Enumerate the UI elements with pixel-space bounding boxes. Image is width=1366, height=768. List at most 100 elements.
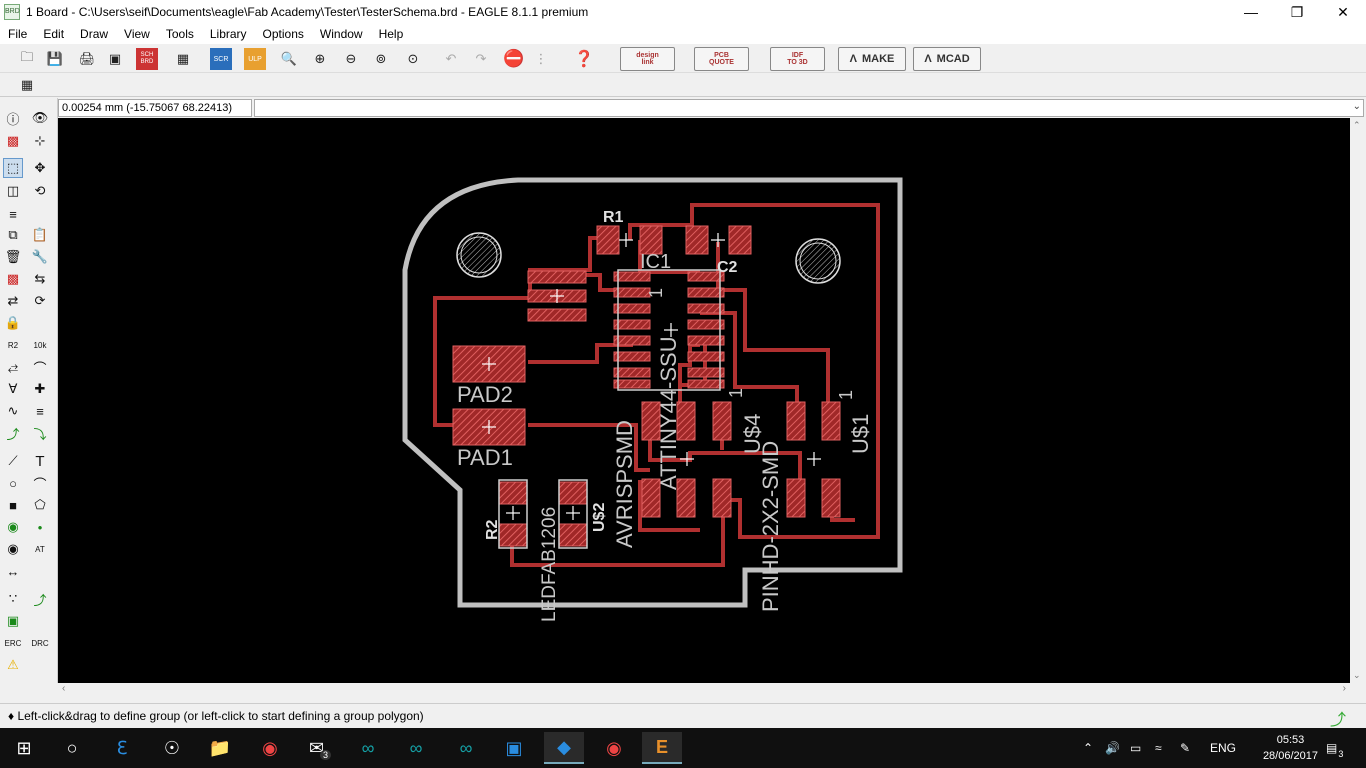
- command-input[interactable]: ⌄: [254, 99, 1364, 117]
- wire-icon[interactable]: ⟋: [8, 453, 18, 468]
- menu-draw[interactable]: Draw: [80, 27, 109, 41]
- close-button[interactable]: ✕: [1337, 4, 1349, 20]
- ratsnest-route-icon[interactable]: ⤴: [33, 592, 47, 608]
- arduino-icon[interactable]: ∞: [361, 737, 375, 758]
- zoom-out-icon[interactable]: ⊖: [345, 51, 357, 66]
- grid-icon[interactable]: ▦: [20, 77, 34, 92]
- menu-help[interactable]: Help: [378, 27, 404, 41]
- horizontal-scrollbar[interactable]: ‹ ›: [58, 683, 1350, 697]
- app-window-icon[interactable]: ▣: [505, 737, 523, 758]
- cam-processor-icon[interactable]: ▣: [108, 51, 122, 66]
- align-icon[interactable]: ≡: [9, 206, 17, 222]
- vertical-scrollbar[interactable]: ⌃ ⌄: [1350, 118, 1366, 683]
- name-icon[interactable]: R2: [7, 340, 19, 350]
- battery-icon[interactable]: ▭: [1130, 741, 1142, 755]
- chrome-icon[interactable]: ◉: [262, 737, 278, 758]
- route-icon[interactable]: ⤴: [6, 426, 20, 442]
- attribute-icon[interactable]: AT: [35, 544, 45, 554]
- meander-icon[interactable]: ∿: [7, 403, 19, 418]
- drc-icon[interactable]: DRC: [31, 638, 49, 648]
- move-icon[interactable]: ✥: [34, 160, 46, 175]
- undo-icon[interactable]: ↶: [445, 51, 457, 66]
- dimension-icon[interactable]: ↔: [6, 563, 20, 579]
- delete-icon[interactable]: 🗑: [4, 249, 22, 264]
- mail-icon[interactable]: ✉3: [300, 732, 340, 764]
- chevron-down-icon[interactable]: ⌄: [1352, 101, 1361, 112]
- ripup-icon[interactable]: ⤵: [33, 426, 47, 442]
- optimize-icon[interactable]: ∀: [8, 381, 18, 396]
- redo-icon[interactable]: ↷: [475, 51, 487, 66]
- copy-icon[interactable]: ⧉: [8, 227, 18, 242]
- warning-icon[interactable]: ⚠: [7, 657, 19, 672]
- zoom-select-icon[interactable]: ⊙: [407, 51, 419, 66]
- show-hidden-icons-icon[interactable]: ⌃: [1083, 741, 1094, 755]
- menu-library[interactable]: Library: [209, 27, 247, 41]
- autorouter-icon[interactable]: ∵: [8, 591, 18, 606]
- menu-edit[interactable]: Edit: [43, 27, 65, 41]
- info-icon[interactable]: ⓘ: [6, 111, 20, 127]
- menu-tools[interactable]: Tools: [165, 27, 194, 41]
- eagle-app-icon[interactable]: E: [642, 732, 682, 764]
- script-icon[interactable]: SCR: [210, 48, 232, 70]
- show-icon[interactable]: 👁: [31, 110, 49, 125]
- split-icon[interactable]: ⥄: [7, 359, 19, 374]
- add-icon[interactable]: ▩: [6, 271, 20, 286]
- file-explorer-icon[interactable]: 📁: [208, 737, 232, 758]
- menu-options[interactable]: Options: [262, 27, 304, 41]
- print-icon[interactable]: 🖨: [78, 51, 96, 66]
- ratsnest-icon[interactable]: ≡: [36, 403, 44, 419]
- chrome-icon[interactable]: ◉: [606, 737, 622, 758]
- mirror-icon[interactable]: ◫: [6, 183, 20, 198]
- rectangle-icon[interactable]: ■: [9, 497, 17, 513]
- action-center-icon[interactable]: ▤3: [1326, 741, 1344, 759]
- open-icon[interactable]: 🗀: [20, 49, 34, 64]
- text-icon[interactable]: T: [35, 452, 45, 470]
- smash-icon[interactable]: ✚: [34, 381, 46, 396]
- maximize-button[interactable]: ❐: [1290, 4, 1304, 20]
- help-icon[interactable]: ❓: [574, 51, 594, 68]
- scroll-up-icon[interactable]: ⌃: [1353, 120, 1361, 130]
- rotate-icon[interactable]: ⟲: [34, 183, 46, 198]
- erc-icon[interactable]: ERC: [4, 638, 22, 648]
- menu-view[interactable]: View: [124, 27, 150, 41]
- arduino-icon[interactable]: ∞: [409, 737, 423, 758]
- search-icon[interactable]: ○: [66, 737, 78, 758]
- zoom-in-icon[interactable]: ⊕: [314, 51, 326, 66]
- scroll-right-icon[interactable]: ›: [1342, 683, 1346, 694]
- language-indicator[interactable]: ENG: [1210, 741, 1237, 755]
- polygon-icon[interactable]: ⬠: [34, 497, 46, 512]
- ulp-icon[interactable]: ULP: [244, 48, 266, 70]
- edge-browser-icon[interactable]: ℇ: [116, 737, 128, 758]
- display-layers-icon[interactable]: ▩: [6, 133, 20, 148]
- lock-icon[interactable]: 🔒: [4, 315, 22, 330]
- library-icon[interactable]: ▦: [176, 51, 190, 66]
- gate-swap-icon[interactable]: ⟳: [34, 293, 46, 308]
- scroll-down-icon[interactable]: ⌄: [1353, 670, 1361, 680]
- pen-icon[interactable]: ✎: [1180, 741, 1191, 755]
- arc-icon[interactable]: ⌒: [33, 476, 47, 492]
- wifi-icon[interactable]: ≈: [1155, 741, 1162, 755]
- zoom-fit-icon[interactable]: 🔍: [280, 51, 298, 66]
- run-icon[interactable]: ⤴: [1329, 712, 1346, 729]
- media-app-icon[interactable]: ☉: [163, 737, 181, 758]
- minimize-button[interactable]: —: [1244, 4, 1258, 20]
- board-canvas[interactable]: R1 IC1 C2 PAD2 PAD1 R2 LEDFAB1206 U$2 AV…: [58, 118, 1350, 683]
- paste-icon[interactable]: 📋: [31, 227, 49, 242]
- change-icon[interactable]: 🔧: [31, 249, 49, 264]
- arduino-icon[interactable]: ∞: [459, 737, 473, 758]
- system-clock[interactable]: 05:53 28/06/2017: [1262, 734, 1318, 762]
- volume-icon[interactable]: 🔊: [1105, 741, 1120, 755]
- hole-icon[interactable]: ◉: [7, 541, 19, 556]
- menu-window[interactable]: Window: [319, 27, 363, 41]
- go-icon[interactable]: ⋮: [534, 51, 548, 66]
- menu-file[interactable]: File: [8, 27, 28, 41]
- via-icon[interactable]: ◉: [7, 519, 19, 534]
- code-editor-icon[interactable]: ◆: [544, 732, 584, 764]
- stop-icon[interactable]: ⛔: [503, 49, 525, 68]
